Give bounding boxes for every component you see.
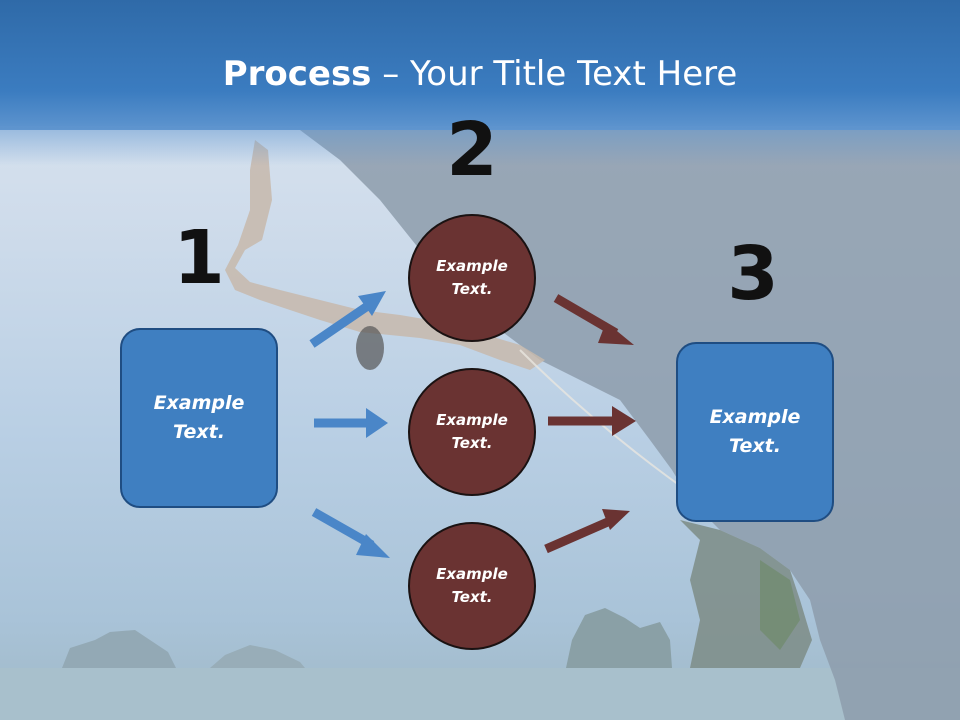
step-3-box[interactable]: Example Text. bbox=[676, 342, 834, 522]
circle-middle-text: Example Text. bbox=[436, 411, 508, 452]
step-2-circle-middle[interactable]: Example Text. bbox=[408, 368, 536, 496]
arrow-red-down[interactable] bbox=[553, 294, 634, 345]
circle-top-text: Example Text. bbox=[436, 257, 508, 298]
step-number-2: 2 bbox=[446, 107, 498, 193]
arrow-red-middle[interactable] bbox=[548, 406, 636, 436]
circle-bottom-text: Example Text. bbox=[436, 565, 508, 606]
arrow-blue-up[interactable] bbox=[309, 291, 386, 348]
title-bar bbox=[0, 0, 960, 130]
step-1-text: Example Text. bbox=[153, 392, 245, 443]
title-rest: – Your Title Text Here bbox=[371, 54, 738, 94]
title-bold: Process bbox=[222, 54, 372, 94]
slide-title[interactable]: Process – Your Title Text Here bbox=[0, 52, 960, 96]
step-number-1: 1 bbox=[173, 215, 225, 301]
step-number-3: 3 bbox=[727, 231, 779, 317]
step-2-circle-top[interactable]: Example Text. bbox=[408, 214, 536, 342]
step-2-circle-bottom[interactable]: Example Text. bbox=[408, 522, 536, 650]
arrow-blue-down[interactable] bbox=[311, 508, 390, 558]
step-3-text: Example Text. bbox=[709, 406, 801, 457]
arrow-red-up[interactable] bbox=[544, 509, 630, 554]
step-1-box[interactable]: Example Text. bbox=[120, 328, 278, 508]
arrow-blue-middle[interactable] bbox=[314, 408, 388, 438]
title-bar-fade bbox=[0, 126, 960, 166]
